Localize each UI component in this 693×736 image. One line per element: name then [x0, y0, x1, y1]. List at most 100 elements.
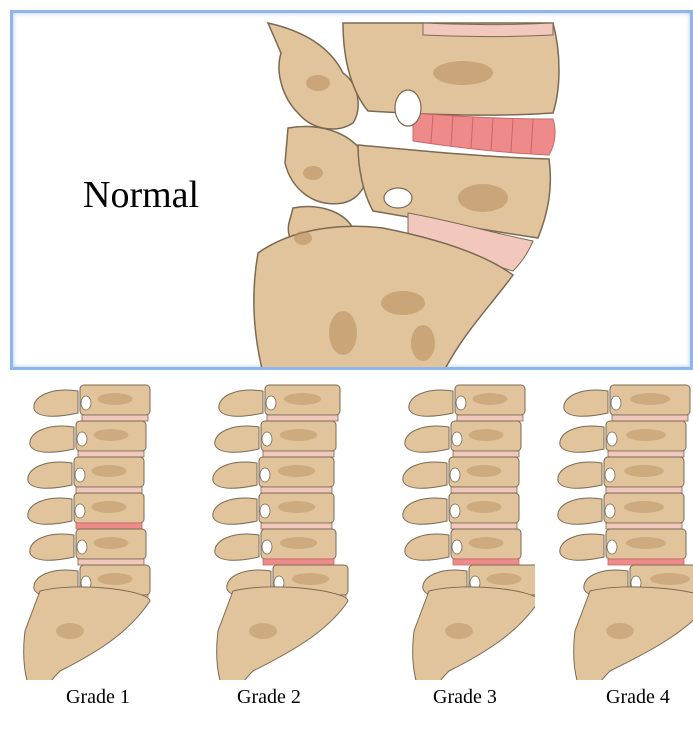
posterior-process-1 [219, 390, 263, 416]
grade-4-panel: Grade 4 [550, 380, 693, 736]
grade-4-label: Grade 4 [606, 686, 670, 709]
sacrum-shading [606, 623, 634, 639]
sacrum-shading [445, 623, 473, 639]
posterior-process-2 [560, 426, 604, 452]
problem-disc [453, 559, 519, 565]
foramen-1 [611, 396, 621, 410]
sacrum [24, 587, 150, 680]
vertebra-shading-3 [624, 465, 664, 477]
sacrum [217, 587, 348, 680]
sacrum-shading [56, 623, 84, 639]
vertebra-shading-2 [94, 429, 129, 441]
vertebra-shading-4 [278, 501, 316, 513]
disc-4 [606, 523, 682, 529]
foramen-3 [450, 468, 460, 482]
grade-2-panel: Grade 2 [185, 380, 355, 736]
posterior-process-4 [28, 498, 72, 524]
grade-2-label: Grade 2 [237, 686, 301, 709]
disc-3 [606, 487, 682, 493]
foramen-2 [77, 432, 87, 446]
vertebra-shading-5 [280, 537, 318, 549]
foramen-1 [266, 396, 276, 410]
foramen-3 [75, 468, 85, 482]
vertebra-shading-3 [92, 465, 127, 477]
foramen-5 [77, 540, 87, 554]
disc-2 [78, 451, 144, 457]
posterior-process-4 [558, 498, 602, 524]
disc-1 [82, 415, 148, 421]
foramen-2 [262, 432, 272, 446]
vertebra-shading-2 [469, 429, 504, 441]
sacrum-shading [249, 623, 277, 639]
vertebra-shading-1 [473, 393, 508, 405]
problem-disc [608, 559, 684, 565]
foramen-5 [262, 540, 272, 554]
disc-2 [453, 451, 519, 457]
grade-3-spine-illustration [365, 380, 535, 680]
disc-3 [261, 487, 332, 493]
disc-4 [451, 523, 517, 529]
disc-3 [451, 487, 517, 493]
posterior-process-1 [34, 390, 78, 416]
posterior-process-1 [564, 390, 608, 416]
vertebra-shading-5 [469, 537, 504, 549]
grade-3-panel: Grade 3 [365, 380, 535, 736]
foramen-2 [452, 432, 462, 446]
disc-5 [78, 559, 144, 565]
foramen-2 [607, 432, 617, 446]
grade-1-panel: Grade 1 [10, 380, 180, 736]
posterior-process-5 [405, 534, 449, 560]
posterior-process-2 [405, 426, 449, 452]
foramen-5 [452, 540, 462, 554]
vertebra-shading-3 [278, 465, 316, 477]
posterior-process-3 [28, 462, 72, 488]
vertebra-shading-1 [630, 393, 670, 405]
vertebra-shading-6 [98, 573, 133, 585]
vertebra-shading-5 [94, 537, 129, 549]
posterior-process-3 [558, 462, 602, 488]
normal-panel: Normal [10, 10, 693, 370]
foramen-upper [395, 90, 421, 126]
posterior-process-4 [403, 498, 447, 524]
disc-2 [263, 451, 334, 457]
foramen-3 [260, 468, 270, 482]
disc-2 [608, 451, 684, 457]
disc-3 [76, 487, 142, 493]
posterior-process-1 [409, 390, 453, 416]
disc-1 [457, 415, 523, 421]
vertebra-shading-4 [467, 501, 502, 513]
posterior-arch-middle [285, 127, 367, 204]
problem-disc [76, 523, 142, 529]
grade-4-spine-illustration [550, 380, 693, 680]
problem-disc [263, 559, 334, 565]
problem-disc [413, 113, 555, 155]
foramen-4 [605, 504, 615, 518]
foramen-4 [75, 504, 85, 518]
disc-4 [261, 523, 332, 529]
disc-1 [267, 415, 338, 421]
vertebra-shading-4 [92, 501, 127, 513]
grade-1-label: Grade 1 [66, 686, 130, 709]
sacrum [574, 587, 693, 680]
posterior-process-5 [215, 534, 259, 560]
vertebra-shading-6 [487, 573, 522, 585]
sacrum [413, 587, 535, 680]
posterior-process-4 [213, 498, 257, 524]
vertebra-shading-3 [467, 465, 502, 477]
foramen-5 [607, 540, 617, 554]
foramen-4 [260, 504, 270, 518]
foramen-1 [81, 396, 91, 410]
vertebra-shading-5 [626, 537, 666, 549]
foramen-1 [456, 396, 466, 410]
vertebra-shading-4 [624, 501, 664, 513]
top-disc [423, 23, 553, 37]
posterior-process-3 [213, 462, 257, 488]
posterior-process-5 [30, 534, 74, 560]
vertebra-shading-1 [284, 393, 322, 405]
foramen-3 [605, 468, 615, 482]
grade-2-spine-illustration [185, 380, 355, 680]
foramen-lower [384, 188, 412, 208]
vertebra-shading-6 [292, 573, 330, 585]
posterior-process-3 [403, 462, 447, 488]
posterior-process-2 [215, 426, 259, 452]
